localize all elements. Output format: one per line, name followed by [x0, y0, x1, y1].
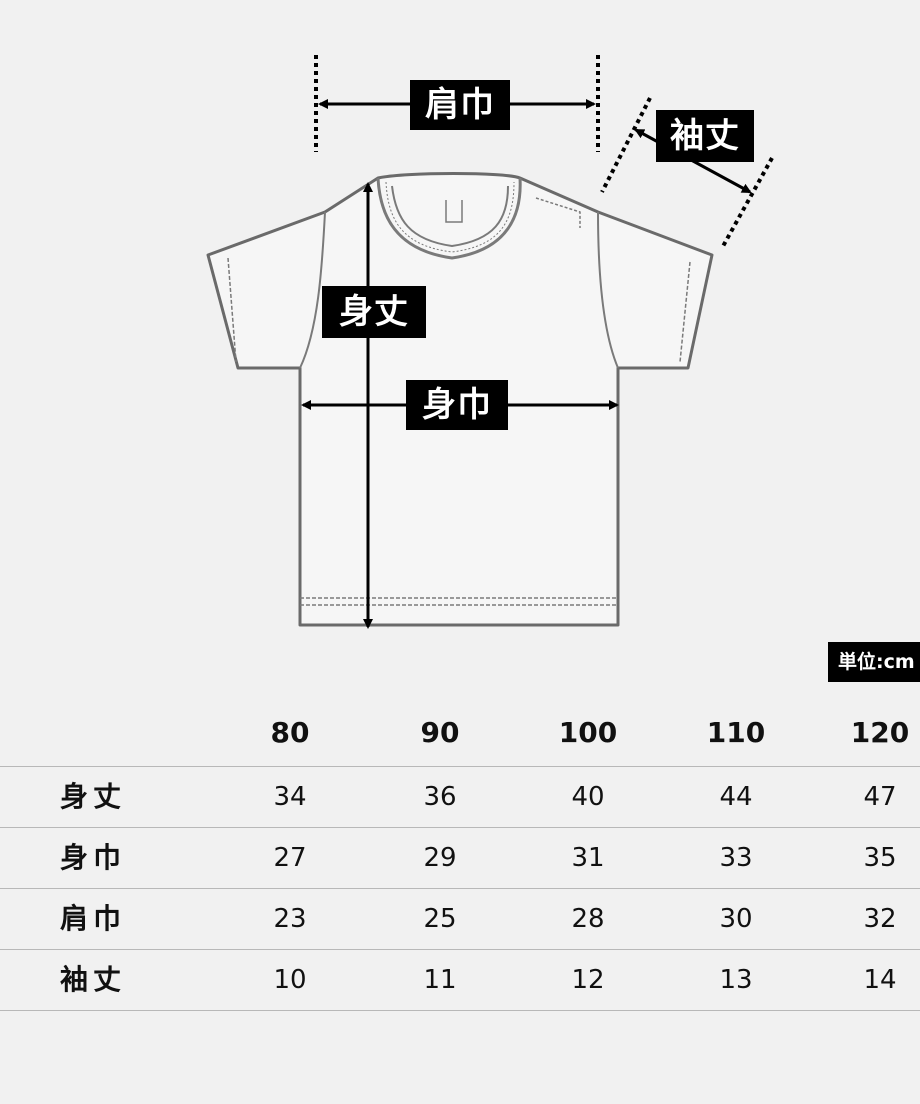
table-cell: 23: [273, 904, 307, 934]
size-header: 80: [270, 716, 310, 749]
table-cell: 27: [273, 843, 307, 873]
size-header: 120: [850, 716, 910, 749]
table-cell: 10: [273, 965, 307, 995]
size-header-row: 80 90 100 110 120: [0, 700, 920, 767]
table-cell: 14: [863, 965, 897, 995]
table-cell: 32: [863, 904, 897, 934]
table-cell: 36: [423, 782, 457, 812]
tshirt-details: [227, 177, 691, 606]
table-cell: 33: [719, 843, 753, 873]
row-label: 袖丈: [60, 963, 127, 996]
table-cell: 12: [571, 965, 605, 995]
table-cell: 28: [571, 904, 605, 934]
unit-badge: 単位:cm: [828, 642, 920, 682]
table-cell: 30: [719, 904, 753, 934]
shoulder-width-label: 肩巾: [410, 80, 510, 130]
size-header: 100: [558, 716, 618, 749]
row-label: 身巾: [60, 841, 127, 874]
body-length-label: 身丈: [322, 286, 426, 338]
size-header: 110: [706, 716, 766, 749]
size-table: 80 90 100 110 120 身丈 34 36 40 44 47 身巾 2…: [0, 700, 920, 1011]
table-cell: 13: [719, 965, 753, 995]
table-row: 身丈 34 36 40 44 47: [0, 767, 920, 828]
table-cell: 25: [423, 904, 457, 934]
table-cell: 11: [423, 965, 457, 995]
table-cell: 35: [863, 843, 897, 873]
sleeve-length-label: 袖丈: [656, 110, 754, 162]
table-cell: 29: [423, 843, 457, 873]
table-row: 袖丈 10 11 12 13 14: [0, 950, 920, 1011]
size-header: 90: [420, 716, 460, 749]
row-label: 身丈: [60, 780, 127, 813]
table-cell: 31: [571, 843, 605, 873]
table-cell: 47: [863, 782, 897, 812]
table-row: 肩巾 23 25 28 30 32: [0, 889, 920, 950]
table-cell: 44: [719, 782, 753, 812]
table-cell: 40: [571, 782, 605, 812]
table-row: 身巾 27 29 31 33 35: [0, 828, 920, 889]
body-width-label: 身巾: [406, 380, 508, 430]
table-cell: 34: [273, 782, 307, 812]
row-label: 肩巾: [60, 902, 127, 935]
